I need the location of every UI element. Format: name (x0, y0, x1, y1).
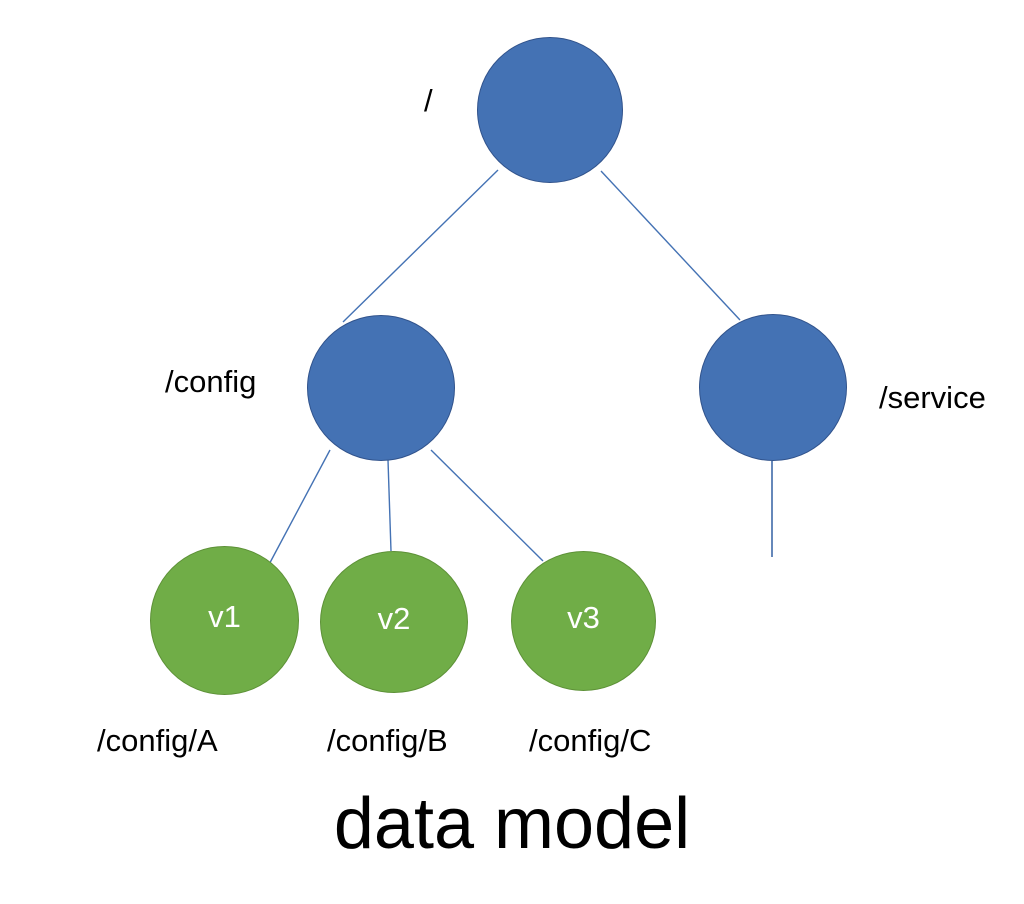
edge-config-v2 (387, 459, 392, 552)
node-v1-label: v1 (208, 599, 241, 634)
node-v2-label: v2 (377, 600, 411, 636)
edge-root-config (342, 169, 499, 323)
figure-title: data model (333, 784, 691, 864)
edge-root-service (600, 170, 741, 321)
edge-config-v3 (430, 449, 544, 562)
edge-config-v1 (264, 449, 331, 573)
label-root-path: / (424, 83, 433, 118)
caption-config-b: /config/B (327, 723, 448, 758)
node-v3-label: v3 (567, 599, 600, 635)
caption-config-a: /config/A (97, 723, 218, 758)
node-config[interactable] (307, 315, 455, 461)
node-root[interactable] (477, 37, 623, 183)
node-v1[interactable]: v1 (150, 546, 299, 695)
caption-config-c: /config/C (529, 723, 652, 758)
node-v3[interactable]: v3 (511, 551, 656, 691)
node-v2[interactable]: v2 (320, 551, 468, 693)
node-service[interactable] (699, 314, 847, 461)
label-config-path: /config (165, 364, 257, 399)
label-service-path: /service (879, 380, 986, 415)
